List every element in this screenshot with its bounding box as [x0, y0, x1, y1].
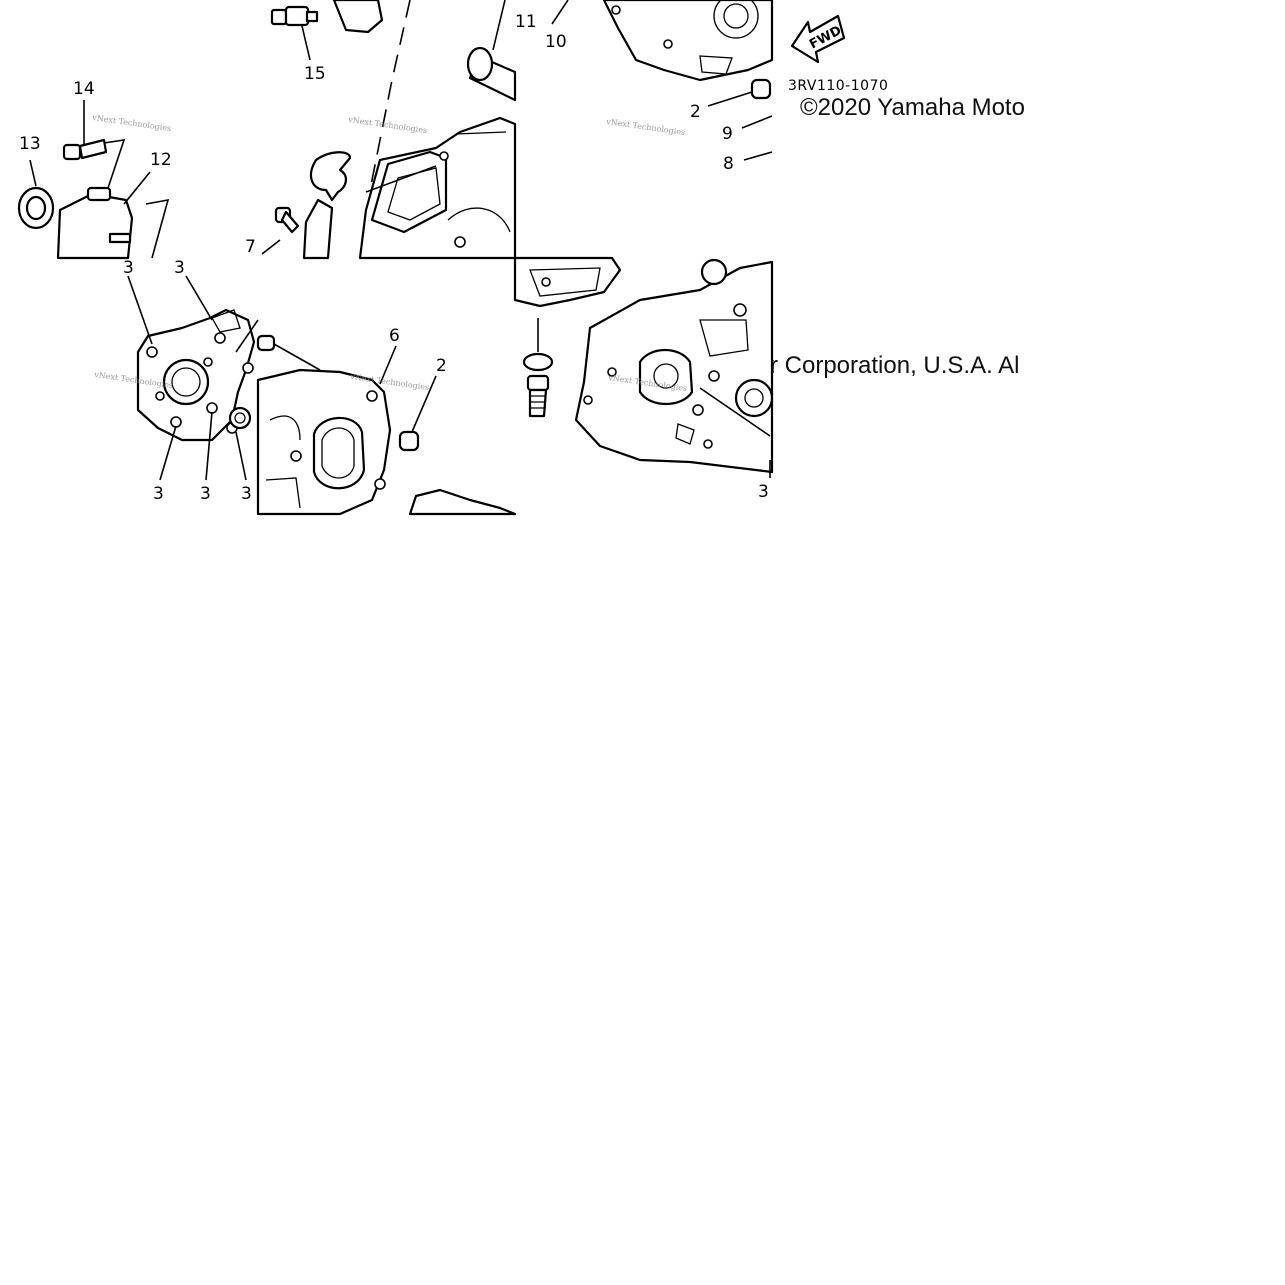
callout-10: 10 — [545, 32, 567, 52]
tile-top-left — [17, 0, 517, 260]
clip-drawing — [309, 151, 352, 202]
callout-3-f: 3 — [758, 482, 769, 502]
callout-7: 7 — [245, 237, 256, 257]
crankcase-center-drawing — [256, 368, 392, 516]
copyright-bottom: r Corporation, U.S.A. Al — [770, 352, 1019, 379]
part-code: 3RV110-1070 — [788, 78, 888, 94]
fwd-arrow-icon: FWD — [790, 14, 846, 64]
collar-2-drawing — [750, 78, 772, 100]
drain-bolt-drawing — [526, 374, 550, 418]
svg-text:vNext Technologies: vNext Technologies — [347, 115, 428, 135]
svg-text:vNext Technologies: vNext Technologies — [605, 117, 686, 137]
callout-12: 12 — [150, 150, 172, 170]
callout-3-c: 3 — [153, 484, 164, 504]
callout-labels: 15 11 10 14 13 12 7 2 9 8 3 3 6 2 3 3 3 … — [19, 12, 769, 504]
callout-2-top: 2 — [690, 102, 701, 122]
bolt-14-drawing — [62, 100, 126, 213]
callout-2-bottom: 2 — [436, 356, 447, 376]
callout-11: 11 — [515, 12, 537, 32]
callout-6: 6 — [389, 326, 400, 346]
part-top-fragment — [332, 0, 384, 34]
copyright-top: ©2020 Yamaha Moto — [800, 94, 1025, 121]
callout-3-d: 3 — [200, 484, 211, 504]
svg-text:vNext Technologies: vNext Technologies — [91, 113, 172, 133]
tile-top-right — [551, 0, 774, 161]
callout-3-b: 3 — [174, 258, 185, 278]
crankcase-right-top-drawing — [602, 0, 774, 82]
crankcase-right-drawing — [574, 258, 774, 474]
tile-bottom-left — [127, 275, 517, 516]
collar-2b-drawing — [398, 430, 420, 452]
callout-9: 9 — [722, 124, 733, 144]
callout-14: 14 — [73, 79, 95, 99]
callout-3-a: 3 — [123, 258, 134, 278]
cover-12-drawing — [56, 171, 170, 260]
washer-drawing — [522, 352, 554, 372]
crankcase-top-drawing — [358, 116, 517, 260]
seal-13-drawing — [17, 159, 55, 230]
tile-bottom-right — [513, 256, 774, 478]
callout-8: 8 — [723, 154, 734, 174]
callout-13: 13 — [19, 134, 41, 154]
callout-15: 15 — [304, 64, 326, 84]
pipe-11-drawing — [466, 0, 517, 102]
bolt-15-drawing — [270, 5, 319, 27]
callout-3-e: 3 — [241, 484, 252, 504]
crankcase-left-drawing — [136, 308, 256, 442]
